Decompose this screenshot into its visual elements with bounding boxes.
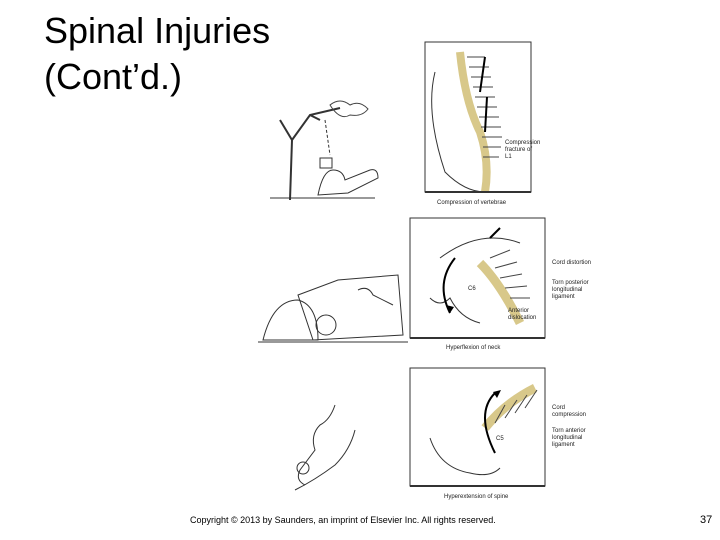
hyperextension-figure: C5 Cord compression Torn anterior longit… bbox=[409, 367, 610, 508]
torn-anterior-ligament-label: Torn anterior longitudinal ligament bbox=[552, 428, 586, 448]
title-line-2: (Cont’d.) bbox=[44, 56, 183, 97]
copyright-footer: Copyright © 2013 by Saunders, an imprint… bbox=[190, 515, 496, 525]
slide-number: 37 bbox=[700, 514, 713, 526]
hyperflexion-level-label: C6 bbox=[468, 286, 476, 292]
slide-title: Spinal Injuries (Cont’d.) bbox=[44, 8, 270, 100]
compression-caption: Compression of vertebrae bbox=[437, 200, 507, 206]
compression-figure: Compression fracture of L1 Compression o… bbox=[424, 41, 540, 212]
spine-hyperextension-diagram bbox=[409, 367, 546, 487]
neck-hyperflexion-diagram bbox=[409, 217, 546, 339]
hyperextension-level-label: C5 bbox=[496, 436, 504, 442]
car-crash-illustration bbox=[258, 274, 408, 343]
title-line-1: Spinal Injuries bbox=[44, 10, 271, 51]
diving-fall-illustration bbox=[294, 404, 356, 491]
spine-compression-diagram bbox=[424, 41, 532, 193]
hyperflexion-figure: C6 Cord distortion Torn posterior longit… bbox=[409, 217, 600, 358]
compression-fracture-label: Compression fracture of L1 bbox=[505, 140, 541, 160]
hyperflexion-caption: Hyperflexion of neck bbox=[446, 345, 501, 351]
tree-fall-illustration bbox=[270, 100, 379, 201]
cord-distortion-label: Cord distortion bbox=[552, 260, 592, 266]
cord-compression-label: Cord compression bbox=[552, 405, 587, 418]
anterior-dislocation-label: Anterior dislocation bbox=[508, 308, 537, 321]
hyperextension-caption: Hyperextension of spine bbox=[444, 494, 509, 500]
torn-posterior-ligament-label: Torn posterior longitudinal ligament bbox=[552, 280, 589, 300]
